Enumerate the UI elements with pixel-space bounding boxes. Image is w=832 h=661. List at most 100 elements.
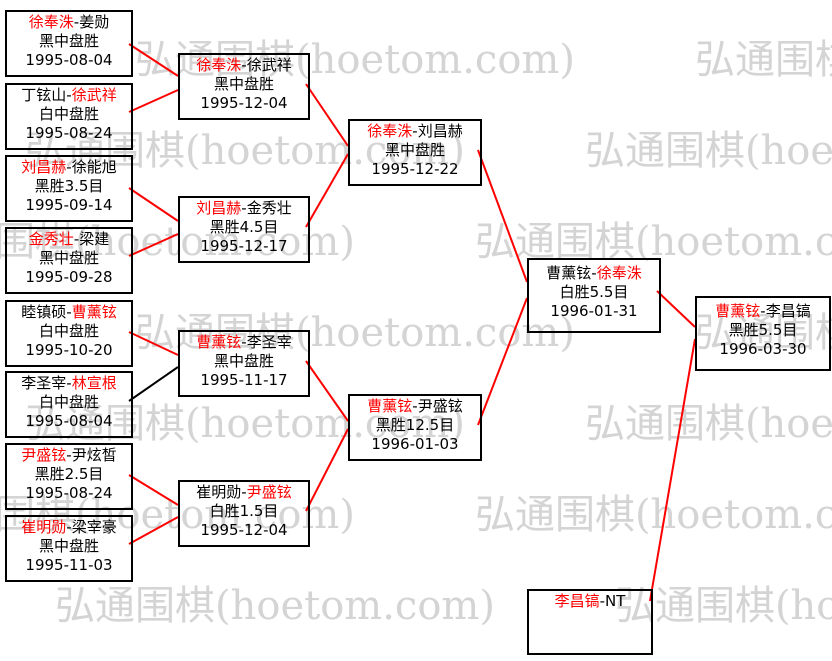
match-result: 黑中盘胜 xyxy=(38,249,99,267)
match-date: 1996-03-30 xyxy=(719,340,807,358)
match-players: 徐奉洙-姜勋 xyxy=(7,13,131,32)
player-right: 姜勋 xyxy=(79,13,110,31)
player-left: 李昌镐 xyxy=(554,592,600,610)
match-result: 黑中盘胜 xyxy=(213,75,274,93)
match-players: 李圣宰-林宣根 xyxy=(7,374,131,393)
connector-box14-box15 xyxy=(656,290,696,328)
separator: - xyxy=(412,397,418,415)
match-result: 白中盘胜 xyxy=(38,105,99,123)
separator: - xyxy=(66,303,72,321)
match-result: 白胜5.5目 xyxy=(559,283,629,301)
separator: - xyxy=(412,122,418,140)
player-left: 徐奉洙 xyxy=(367,122,413,140)
player-right: NT xyxy=(605,592,626,610)
connector-box13-box14 xyxy=(477,297,528,426)
match-box: 丁铉山-徐武祥 白中盘胜 1995-08-24 xyxy=(5,83,133,150)
connector-box6-box11 xyxy=(128,474,179,506)
connector-box1-box8 xyxy=(128,89,179,113)
watermark-text: 弘通围棋(hoetom.com) 弘通围棋(hoetom.com) 弘通围棋(h… xyxy=(55,583,832,629)
match-players: 金秀壮-梁建 xyxy=(7,230,131,249)
match-box: 刘昌赫-徐能旭 黑胜3.5目 1995-09-14 xyxy=(5,155,133,222)
match-players: 曹薰铉-李昌镐 xyxy=(697,302,829,321)
match-box: 金秀壮-梁建 黑中盘胜 1995-09-28 xyxy=(5,227,133,294)
watermark-text: 弘通围棋(hoetom.com) 弘通围棋(hoetom.com) 弘通围棋(h… xyxy=(135,37,832,83)
match-date: 1995-08-04 xyxy=(25,51,113,69)
watermark-text: 弘通围棋(hoetom.com) 弘通围棋(hoetom.com) 弘通围棋(h… xyxy=(25,401,832,447)
match-date: 1996-01-31 xyxy=(550,302,638,320)
separator: - xyxy=(241,56,247,74)
match-date: 1995-08-24 xyxy=(25,484,113,502)
match-box: 李昌镐-NT xyxy=(527,589,653,655)
match-players: 徐奉洙-刘昌赫 xyxy=(350,122,480,141)
match-result: 白中盘胜 xyxy=(38,322,99,340)
match-box: 曹薰铉-徐奉洙 白胜5.5目 1996-01-31 xyxy=(527,258,661,333)
connector-box11-box13 xyxy=(305,428,349,512)
match-date: 1995-08-04 xyxy=(25,412,113,430)
match-players: 曹薰铉-李圣宰 xyxy=(180,333,308,352)
connector-box10-box13 xyxy=(305,360,349,422)
match-box: 睦镇硕-曹薰铉 白中盘胜 1995-10-20 xyxy=(5,300,133,367)
match-date: 1995-12-17 xyxy=(200,237,288,255)
connector-box9-box12 xyxy=(305,153,349,228)
player-right: 刘昌赫 xyxy=(417,122,463,140)
player-left: 丁铉山 xyxy=(21,86,67,104)
separator: - xyxy=(241,483,247,501)
connector-box2-box9 xyxy=(128,187,179,222)
connector-box0-box8 xyxy=(128,43,179,77)
separator: - xyxy=(760,302,766,320)
player-right: 曹薰铉 xyxy=(71,303,117,321)
player-left: 李圣宰 xyxy=(21,374,67,392)
watermark-text: 弘通围棋(hoetom.com) 弘通围棋(hoetom.com) 弘通围棋(h… xyxy=(135,310,832,356)
player-right: 尹炫皙 xyxy=(71,446,117,464)
match-box: 李圣宰-林宣根 白中盘胜 1995-08-04 xyxy=(5,371,133,438)
player-left: 曹薰铉 xyxy=(715,302,761,320)
watermark-text: 弘通围棋(hoetom.com) 弘通围棋(hoetom.com) 弘通围棋(h… xyxy=(0,219,832,265)
match-players: 丁铉山-徐武祥 xyxy=(7,86,131,105)
match-box: 徐奉洙-刘昌赫 黑中盘胜 1995-12-22 xyxy=(348,119,482,186)
match-players: 刘昌赫-金秀壮 xyxy=(180,199,308,218)
match-date: 1995-08-24 xyxy=(25,124,113,142)
match-result: 黑中盘胜 xyxy=(213,352,274,370)
separator: - xyxy=(591,264,597,282)
match-date: 1995-12-04 xyxy=(200,94,288,112)
connector-box16-box15 xyxy=(649,338,696,602)
match-date: 1995-09-14 xyxy=(25,196,113,214)
player-right: 李圣宰 xyxy=(246,333,292,351)
connector-box3-box9 xyxy=(128,233,179,257)
separator: - xyxy=(66,158,72,176)
separator: - xyxy=(599,592,606,610)
player-left: 徐奉洙 xyxy=(196,56,242,74)
match-players: 刘昌赫-徐能旭 xyxy=(7,158,131,177)
match-players: 尹盛铉-尹炫皙 xyxy=(7,446,131,465)
match-box: 崔明勋-梁宰豪 黑中盘胜 1995-11-03 xyxy=(5,515,133,582)
match-players: 李昌镐-NT xyxy=(529,592,651,611)
match-box: 曹薰铉-尹盛铉 黑胜12.5目 1996-01-03 xyxy=(348,394,482,461)
match-box: 尹盛铉-尹炫皙 黑胜2.5目 1995-08-24 xyxy=(5,443,133,510)
separator: - xyxy=(66,446,72,464)
player-left: 尹盛铉 xyxy=(21,446,67,464)
match-players: 崔明勋-梁宰豪 xyxy=(7,518,131,537)
player-right: 徐武祥 xyxy=(71,86,117,104)
player-left: 睦镇硕 xyxy=(21,303,67,321)
match-result: 黑胜4.5目 xyxy=(209,218,279,236)
connector-box12-box14 xyxy=(477,149,528,283)
match-players: 徐奉洙-徐武祥 xyxy=(180,56,308,75)
player-right: 徐奉洙 xyxy=(596,264,642,282)
separator: - xyxy=(66,374,72,392)
separator: - xyxy=(73,13,80,31)
connector-box4-box10 xyxy=(128,331,179,356)
match-date: 1995-09-28 xyxy=(25,268,113,286)
separator: - xyxy=(241,199,247,217)
match-date: 1995-11-03 xyxy=(25,556,113,574)
match-date: 1996-01-03 xyxy=(371,435,459,453)
separator: - xyxy=(66,86,72,104)
match-players: 睦镇硕-曹薰铉 xyxy=(7,303,131,322)
match-date: 1995-11-17 xyxy=(200,371,288,389)
connector-box5-box10 xyxy=(128,366,179,402)
match-result: 黑胜12.5目 xyxy=(375,416,455,434)
player-left: 曹薰铉 xyxy=(196,333,242,351)
player-right: 尹盛铉 xyxy=(417,397,463,415)
match-box: 崔明勋-尹盛铉 白胜1.5目 1995-12-04 xyxy=(178,480,310,547)
match-players: 崔明勋-尹盛铉 xyxy=(180,483,308,502)
player-left: 刘昌赫 xyxy=(196,199,242,217)
